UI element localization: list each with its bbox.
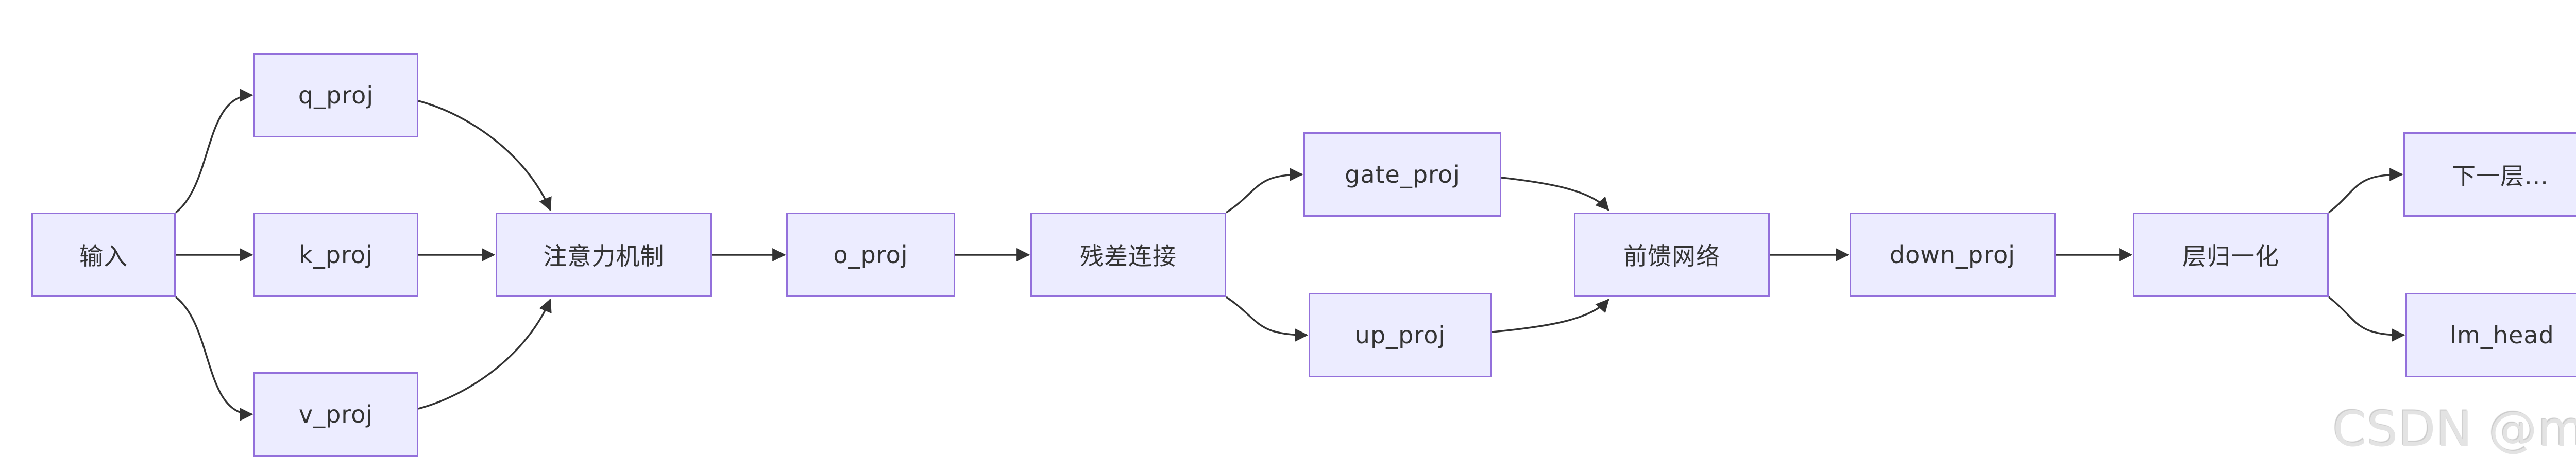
edge-residual-to-gate_proj [1226,168,1303,214]
node-residual-connection-label: 残差连接 [1080,242,1177,270]
edge-layernorm-to-lm_head [2328,296,2405,342]
node-next-layer: 下一层... [2403,132,2576,217]
edge-v_proj-to-attention [418,299,552,410]
node-input-label: 输入 [79,242,128,270]
edge-up_proj-to-ffn [1492,299,1609,333]
csdn-watermark: CSDN @minhuan@智循AI [2333,401,2576,458]
node-next-layer-label: 下一层... [2452,162,2549,190]
node-attention-mechanism-label: 注意力机制 [543,242,665,270]
node-k-proj: k_proj [253,213,418,297]
node-layer-normalization-label: 层归一化 [2182,242,2279,270]
node-o-proj-label: o_proj [833,241,908,269]
node-q-proj-label: q_proj [298,81,374,109]
node-lm-head-label: lm_head [2450,321,2554,349]
node-k-proj-label: k_proj [299,241,373,269]
node-lm-head: lm_head [2405,293,2576,377]
node-input: 输入 [31,213,176,297]
node-down-proj-label: down_proj [1889,241,2016,269]
edge-q_proj-to-attention [418,100,552,211]
node-residual-connection: 残差连接 [1030,213,1226,297]
node-feedforward-network-label: 前馈网络 [1623,242,1720,270]
edge-layernorm-to-next_layer [2328,168,2403,214]
node-attention-mechanism: 注意力机制 [496,213,712,297]
edge-input-to-v_proj [175,296,253,421]
node-gate-proj-label: gate_proj [1345,161,1460,188]
node-down-proj: down_proj [1850,213,2056,297]
node-layer-normalization: 层归一化 [2133,213,2329,297]
node-up-proj: up_proj [1309,293,1492,377]
node-o-proj: o_proj [786,213,955,297]
node-feedforward-network: 前馈网络 [1574,213,1770,297]
node-v-proj: v_proj [253,372,418,457]
node-v-proj-label: v_proj [298,400,374,428]
node-up-proj-label: up_proj [1354,321,1446,349]
edge-gate_proj-to-ffn [1501,177,1609,211]
node-q-proj: q_proj [253,53,418,137]
node-gate-proj: gate_proj [1303,132,1501,217]
edge-input-to-q_proj [175,89,253,214]
edge-residual-to-up_proj [1226,296,1309,342]
